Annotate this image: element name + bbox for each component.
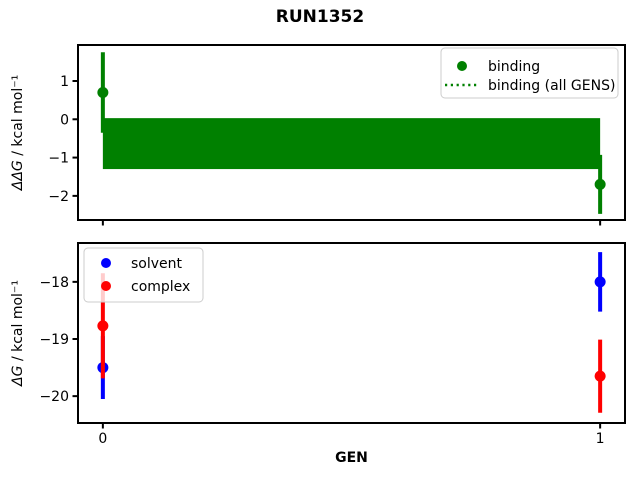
y-tick-label: 1 xyxy=(60,74,69,90)
y-tick-label: −18 xyxy=(39,275,69,291)
legend-box xyxy=(83,247,204,303)
legend-box xyxy=(440,47,619,99)
marker-binding xyxy=(594,178,606,190)
y-tick-label: −20 xyxy=(39,389,69,405)
y-axis-label-top: ΔΔG / kcal mol⁻¹ xyxy=(10,75,26,191)
subplot-dg-solvent-complex: 0 1 −18 −19 −20 solvent complex xyxy=(39,242,626,447)
legend-label: binding xyxy=(488,59,540,75)
legend-marker-complex xyxy=(101,281,111,291)
axes-spines xyxy=(77,242,626,424)
y-tick-label: −19 xyxy=(39,332,69,348)
x-tick-label: 0 xyxy=(98,431,107,447)
y-axis-label-top-math: ΔΔG xyxy=(10,160,26,191)
y-axis-label-bottom: ΔG / kcal mol⁻¹ xyxy=(10,280,26,387)
y-tick-label: 0 xyxy=(60,112,69,128)
legend-marker-solvent xyxy=(101,258,111,268)
x-tick-label: 1 xyxy=(596,431,605,447)
y-tick-label: −1 xyxy=(48,151,69,167)
marker-complex xyxy=(594,370,606,382)
y-tick-label: −2 xyxy=(48,189,69,205)
axes-spines xyxy=(77,44,626,221)
marker-solvent xyxy=(594,276,606,288)
y-axis-label-bottom-math: ΔG xyxy=(10,365,26,387)
legend-label: solvent xyxy=(131,256,183,272)
y-axis-label-top-units: / kcal mol⁻¹ xyxy=(10,75,26,160)
marker-complex xyxy=(97,320,109,332)
subplot-ddg-binding: 1 0 −1 −2 binding binding (all GENS) xyxy=(48,44,626,226)
marker-binding xyxy=(97,86,109,98)
x-axis-label: GEN xyxy=(335,450,368,466)
legend-label: binding (all GENS) xyxy=(488,78,615,94)
legend-label: complex xyxy=(131,279,190,295)
y-axis-label-bottom-units: / kcal mol⁻¹ xyxy=(10,280,26,365)
band-binding-all-gens- xyxy=(102,118,601,170)
legend-marker-binding xyxy=(457,61,467,71)
figure-title: RUN1352 xyxy=(276,7,364,27)
